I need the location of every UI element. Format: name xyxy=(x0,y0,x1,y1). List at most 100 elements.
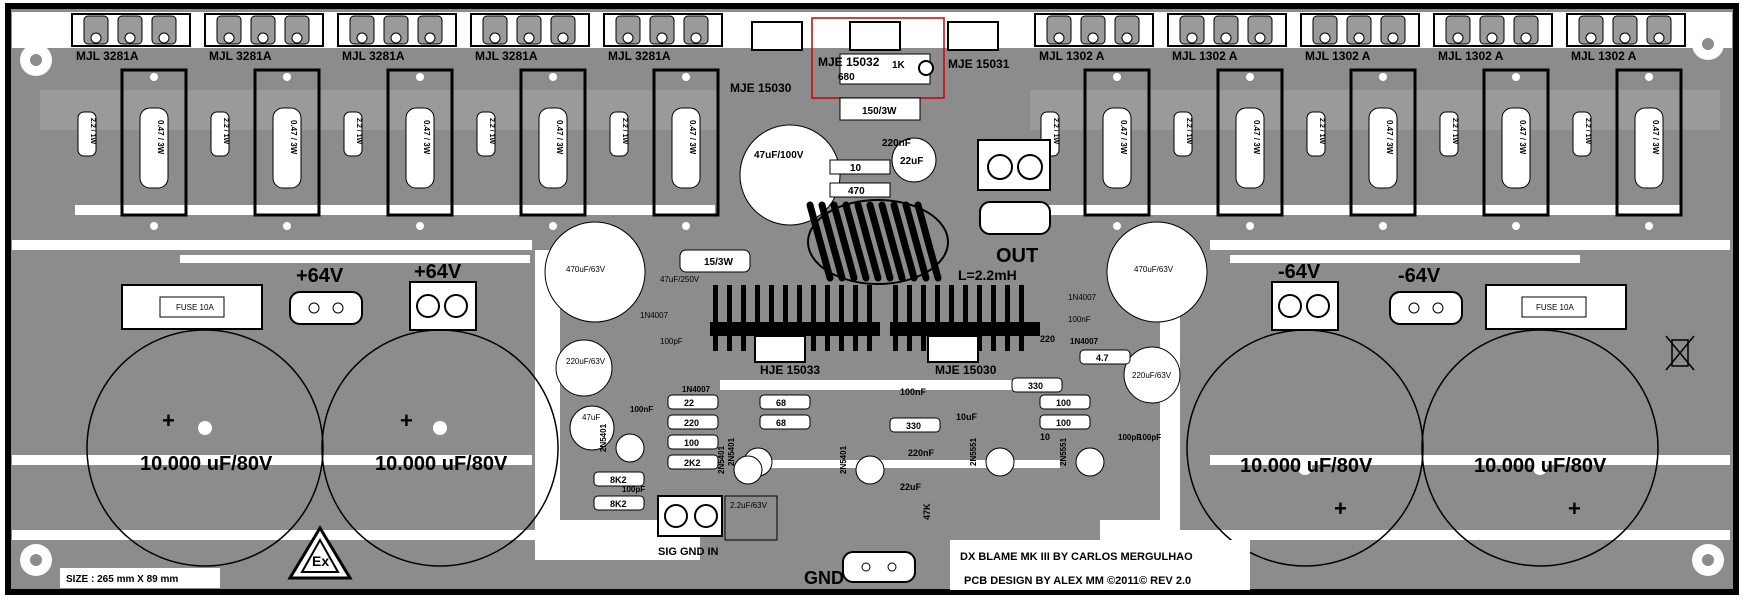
label-cap-plus-4: + xyxy=(1568,496,1581,521)
output-transistor-label-r3: MJL 1302 A xyxy=(1438,49,1504,63)
signal-cap-label-4: 100pF xyxy=(622,485,645,494)
label-sig-input: SIG GND IN xyxy=(658,546,719,558)
base-resistor-label-l2: 2.2 / 1W xyxy=(355,118,362,144)
label-driver-1: MJE 15030 xyxy=(730,81,792,95)
output-transistors-right: MJL 1302 A MJL 1302 A MJL 1302 A MJL 1302 A… xyxy=(1034,13,1686,63)
filter-cap-2: + 10.000 uF/80V xyxy=(321,329,559,567)
label-c220nf: 220nF xyxy=(882,138,911,149)
label-diode-1: 1N4007 xyxy=(640,311,669,320)
emitter-resistor-label-r2: 0.47 / 3W xyxy=(1385,120,1394,155)
label-r1k: 1K xyxy=(892,60,906,71)
label-c220-l: 220uF/63V xyxy=(566,357,606,366)
label-rail-pos-a: +64V xyxy=(296,265,344,287)
fuse-left: FUSE 10A xyxy=(121,284,263,330)
rail-pos-a: +64V xyxy=(289,265,363,325)
base-resistor-label-l1: 2.2 / 1W xyxy=(222,118,229,144)
output-transistor-label-l4: MJL 3281A xyxy=(608,49,671,63)
label-r15-3w: 15/3W xyxy=(704,257,733,268)
signal-cap-label-6: 22uF xyxy=(900,482,922,492)
emitter-resistor-label-r4: 0.47 / 3W xyxy=(1651,120,1660,155)
base-resistor-label-r2: 2.2 / 1W xyxy=(1318,118,1325,144)
label-cap-3: 10.000 uF/80V xyxy=(1240,455,1373,477)
signal-resistor-label-12: 8K2 xyxy=(610,499,627,509)
rail-neg-b: -64V xyxy=(1389,265,1463,325)
label-fuse-left: FUSE 10A xyxy=(176,303,214,312)
emitter-resistor-label-r3: 0.47 / 3W xyxy=(1518,120,1527,155)
signal-cap-100pf: 100pF xyxy=(1138,433,1161,442)
output-transistor-label-l0: MJL 3281A xyxy=(76,49,139,63)
signal-transistor-label-0: 2N5401 xyxy=(599,423,608,452)
gnd-terminal: GND xyxy=(804,551,916,588)
driver-heatsinks xyxy=(710,285,1040,363)
signal-transistor-label-1: 2N5401 xyxy=(727,437,736,466)
signal-resistor-label-5: 68 xyxy=(776,418,786,428)
output-transistor-label-l3: MJL 3281A xyxy=(475,49,538,63)
output-transistor-label-l2: MJL 3281A xyxy=(342,49,405,63)
label-c100pf: 100pF xyxy=(660,337,683,346)
signal-resistor-220: 220 xyxy=(1040,334,1055,344)
signal-diode-label: 1N4007 xyxy=(682,385,711,394)
emitter-resistors-right: 0.47 / 3W 2.2 / 1W 0.47 / 3W 2.2 / 1W 0.47 /… xyxy=(1040,68,1683,230)
label-c22-63v: 2.2uF/63V xyxy=(730,501,768,510)
bias-section: 47uF/100V 150/3W 10 470 22uF 220nF xyxy=(739,97,937,226)
label-inductor: L=2.2mH xyxy=(958,267,1017,283)
signal-resistor-label-3: 2K2 xyxy=(684,458,701,468)
emitter-resistor-label-l2: 0.47 / 3W xyxy=(422,120,431,155)
filter-cap-1: + 10.000 uF/80V xyxy=(86,329,324,567)
base-resistor-label-r0: 2.2 / 1W xyxy=(1052,118,1059,144)
label-r680: 680 xyxy=(838,72,855,83)
base-resistor-label-l0: 2.2 / 1W xyxy=(89,118,96,144)
label-gnd: GND xyxy=(804,568,844,588)
signal-transistor-label-3: 2N5551 xyxy=(969,437,978,466)
label-rail-pos-b: +64V xyxy=(414,261,462,283)
emitter-resistor-label-l4: 0.47 / 3W xyxy=(688,120,697,155)
label-diode-2: 1N4007 xyxy=(1068,293,1097,302)
signal-transistor-label-4: 2N5551 xyxy=(1059,437,1068,466)
signal-resistor-10: 10 xyxy=(1040,432,1050,442)
signal-resistor-label-6: 330 xyxy=(906,421,921,431)
label-driver-3: MJE 15031 xyxy=(948,57,1010,71)
emitter-resistor-label-l0: 0.47 / 3W xyxy=(156,120,165,155)
base-resistor-label-l4: 2.2 / 1W xyxy=(621,118,628,144)
output-transistor-label-r0: MJL 1302 A xyxy=(1039,49,1105,63)
label-c100nf: 100nF xyxy=(1068,315,1091,324)
warning-triangle-logo: Ex xyxy=(287,525,353,580)
filter-cap-3: + 10.000 uF/80V xyxy=(1186,329,1424,567)
label-size: SIZE : 265 mm X 89 mm xyxy=(66,574,178,585)
label-c470-r: 470uF/63V xyxy=(1134,265,1174,274)
base-resistor-label-l3: 2.2 / 1W xyxy=(488,118,495,144)
driver-transistors-top: MJE 15030 MJE 15032 MJE 15031 680 1K xyxy=(730,17,1010,99)
label-cap-plus-2: + xyxy=(400,408,413,433)
label-rail-neg-a: -64V xyxy=(1278,261,1321,283)
label-r470: 470 xyxy=(848,186,865,197)
label-rail-neg-b: -64V xyxy=(1398,265,1441,287)
output-transistor-label-r1: MJL 1302 A xyxy=(1172,49,1238,63)
rail-neg-a: -64V xyxy=(1271,261,1339,331)
signal-resistor-label-0: 22 xyxy=(684,398,694,408)
label-c47uf: 47uF xyxy=(582,413,600,422)
emitter-resistor-label-r0: 0.47 / 3W xyxy=(1119,120,1128,155)
label-out: OUT xyxy=(996,245,1038,267)
base-resistor-label-r3: 2.2 / 1W xyxy=(1451,118,1458,144)
label-c47-100v: 47uF/100V xyxy=(754,150,804,161)
label-c22uf: 22uF xyxy=(900,156,923,167)
base-resistor-label-r4: 2.2 / 1W xyxy=(1584,118,1591,144)
label-fuse-right: FUSE 10A xyxy=(1536,303,1574,312)
signal-resistor-label-8: 100 xyxy=(1056,418,1071,428)
signal-cap-label-0: 220nF xyxy=(908,448,935,458)
mounting-holes xyxy=(20,28,1724,576)
medium-caps: 470uF/63V 470uF/63V 220uF/63V 220uF/63V … xyxy=(544,221,1208,451)
label-cap-plus-3: + xyxy=(1334,496,1347,521)
emitter-resistor-label-l3: 0.47 / 3W xyxy=(555,120,564,155)
label-c47-250v: 47uF/250V xyxy=(660,275,700,284)
signal-resistor-47k: 47K xyxy=(922,503,932,520)
label-c220-r: 220uF/63V xyxy=(1132,371,1172,380)
output-transistor-label-r4: MJL 1302 A xyxy=(1571,49,1637,63)
rail-pos-b: +64V xyxy=(409,261,477,331)
input-connector: SIG GND IN 2.2uF/63V xyxy=(657,495,778,558)
signal-resistor-label-2: 100 xyxy=(684,438,699,448)
emitter-resistor-label-r1: 0.47 / 3W xyxy=(1252,120,1261,155)
